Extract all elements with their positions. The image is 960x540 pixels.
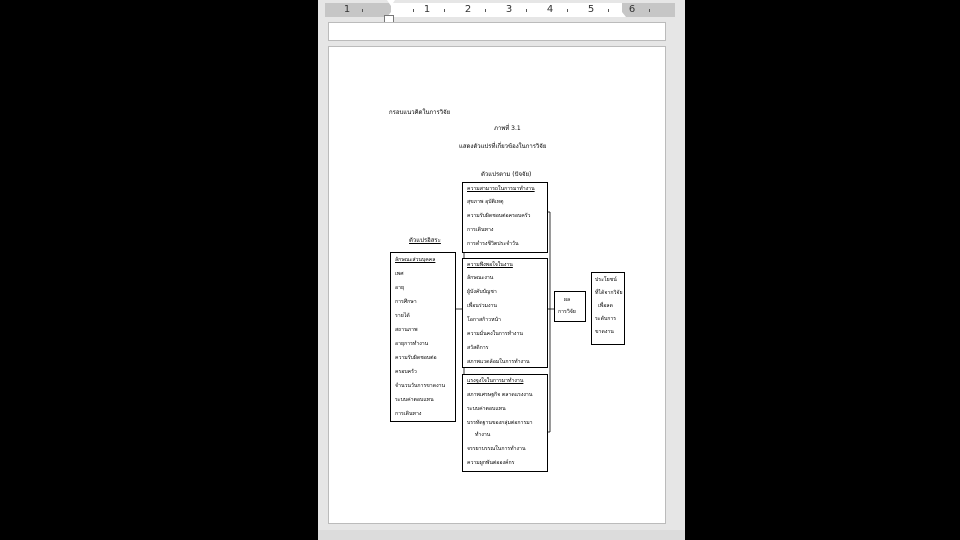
work-motivation-box: แรงจูงใจในการมาทำงาน สภาพเศรษฐกิจ ตลาดแร… (462, 374, 548, 472)
work-motivation-item: สภาพเศรษฐกิจ ตลาดแรงงาน (467, 392, 533, 398)
ruler-tick (413, 9, 414, 12)
ruler-number: 3 (505, 4, 513, 15)
work-ability-item: การเดินทาง (467, 227, 494, 233)
ruler-number: 1 (343, 4, 351, 15)
ruler-tick (608, 9, 609, 12)
personal-header: ลักษณะส่วนบุคคล (395, 257, 436, 263)
job-satisfaction-item: สวัสดิการ (467, 345, 489, 351)
personal-item: รายได้ (395, 313, 410, 319)
research-benefits-line: ขาดงาน (595, 329, 614, 335)
personal-item: อายุการทำงาน (395, 341, 429, 347)
ruler-number: 4 (546, 4, 554, 15)
work-ability-item: ความรับผิดชอบต่อครอบครัว (467, 213, 531, 219)
personal-item: ครอบครัว (395, 369, 417, 375)
personal-item: ระบบค่าตอบแทน (395, 397, 434, 403)
work-ability-box: ความสามารถในการมาทำงาน สุขภาพ อุบัติเหตุ… (462, 182, 548, 253)
right-indent-icon[interactable] (618, 12, 626, 17)
personal-characteristics-box: ลักษณะส่วนบุคคล เพศ อายุ การศึกษา รายได้… (390, 252, 456, 422)
ruler-text-area (391, 3, 622, 17)
research-results-line: ผล (564, 297, 571, 303)
research-benefits-line: ประโยชน์ (595, 277, 617, 283)
document-page[interactable]: กรอบแนวคิดในการวิจัย ภาพที่ 3.1 แสดงตัวแ… (328, 46, 666, 524)
job-satisfaction-item: เพื่อนร่วมงาน (467, 303, 497, 309)
first-line-indent-icon[interactable] (387, 0, 395, 6)
job-satisfaction-item: สภาพแวดล้อมในการทำงาน (467, 359, 530, 365)
job-satisfaction-header: ความพึงพอใจในงาน (467, 262, 513, 268)
work-motivation-item: ระบบค่าตอบแทน (467, 406, 506, 412)
work-ability-header: ความสามารถในการมาทำงาน (467, 186, 535, 192)
personal-item: การศึกษา (395, 299, 417, 305)
work-motivation-item: จรรยาบรรณในการทำงาน (467, 446, 526, 452)
ruler-tick (526, 9, 527, 12)
horizontal-scrollbar[interactable] (318, 530, 685, 540)
previous-page (328, 22, 666, 41)
ruler-tick (567, 9, 568, 12)
work-motivation-item: ทำงาน (475, 432, 491, 438)
research-benefits-line: ระดับการ (595, 316, 617, 322)
work-motivation-item: บรรทัดฐานของกลุ่มต่อการมา (467, 420, 533, 426)
ruler-number: 6 (628, 4, 636, 15)
personal-item: การเดินทาง (395, 411, 422, 417)
research-benefits-box: ประโยชน์ ที่ได้จากวิจัย เพื่อลด ระดับการ… (591, 272, 625, 345)
work-motivation-header: แรงจูงใจในการมาทำงาน (467, 378, 524, 384)
ruler-tick (444, 9, 445, 12)
personal-item: ความรับผิดชอบต่อ (395, 355, 437, 361)
ruler-number: 1 (423, 4, 431, 15)
ruler-tick (485, 9, 486, 12)
word-window: 1 1 2 3 4 5 6 (318, 0, 685, 540)
ruler-tick (649, 9, 650, 12)
job-satisfaction-item: โอกาสก้าวหน้า (467, 317, 501, 323)
ruler-tick (362, 9, 363, 12)
work-ability-item: การดำรงชีวิตประจำวัน (467, 241, 519, 247)
research-benefits-line: ที่ได้จากวิจัย (595, 290, 623, 296)
ruler-number: 2 (464, 4, 472, 15)
personal-item: เพศ (395, 271, 404, 277)
job-satisfaction-box: ความพึงพอใจในงาน ลักษณะงาน ผู้บังคับบัญช… (462, 258, 548, 368)
independent-variables-label: ตัวแปรอิสระ (409, 237, 441, 244)
ruler-number: 5 (587, 4, 595, 15)
job-satisfaction-item: ผู้บังคับบัญชา (467, 289, 497, 295)
document-title: กรอบแนวคิดในการวิจัย (389, 109, 451, 116)
personal-item: จำนวนวันการขาดงาน (395, 383, 446, 389)
research-results-line: การวิจัย (558, 309, 576, 315)
horizontal-ruler[interactable]: 1 1 2 3 4 5 6 (325, 0, 675, 17)
job-satisfaction-item: ลักษณะงาน (467, 275, 494, 281)
work-motivation-item: ความผูกพันต่อองค์กร (467, 460, 515, 466)
personal-item: อายุ (395, 285, 405, 291)
research-benefits-line: เพื่อลด (598, 303, 613, 309)
dependent-variables-label: ตัวแปรตาม (ปัจจัย) (481, 171, 532, 178)
research-results-box: ผล การวิจัย (554, 291, 586, 322)
job-satisfaction-item: ความมั่นคงในการทำงาน (467, 331, 523, 337)
personal-item: สถานภาพ (395, 327, 418, 333)
figure-number: ภาพที่ 3.1 (494, 125, 521, 132)
work-ability-item: สุขภาพ อุบัติเหตุ (467, 199, 504, 205)
figure-caption: แสดงตัวแปรที่เกี่ยวข้องในการวิจัย (459, 143, 547, 150)
hanging-indent-icon[interactable] (387, 12, 395, 17)
